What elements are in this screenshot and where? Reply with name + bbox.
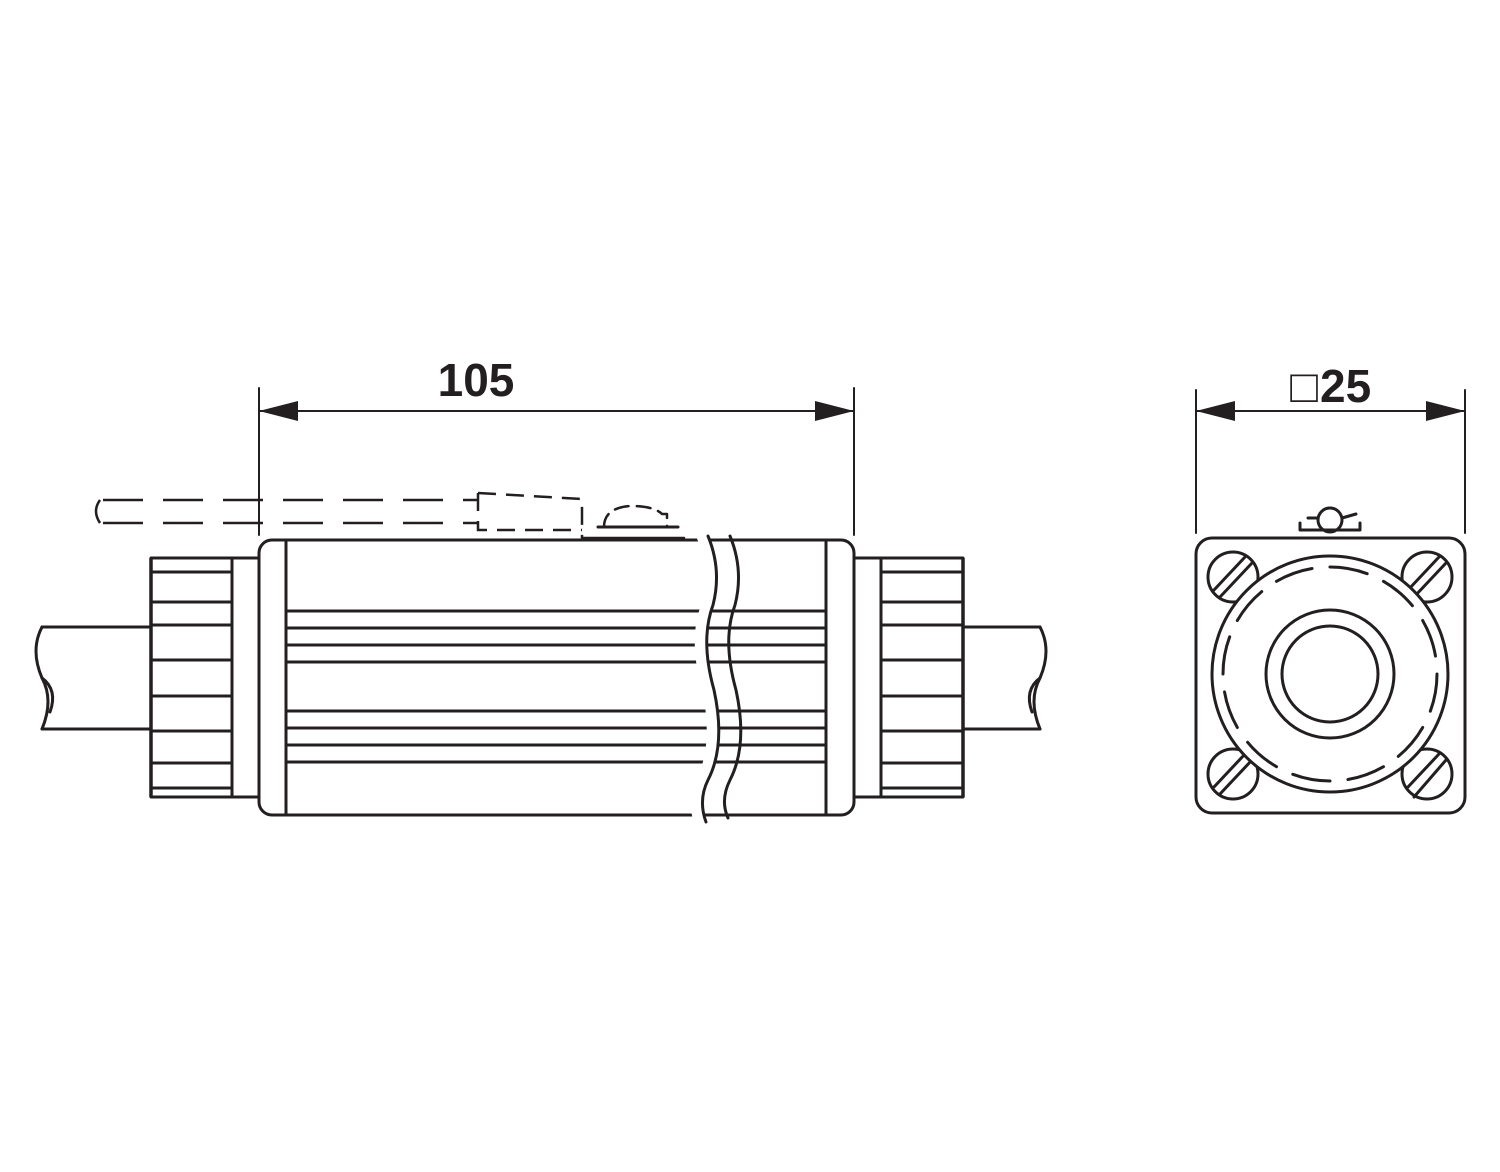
cable-opening [1280, 624, 1380, 724]
connector-housing [257, 534, 856, 824]
corner-screws [1206, 550, 1454, 801]
housing-outline [257, 538, 856, 817]
break-gap [690, 536, 719, 822]
lever-open-position [94, 491, 686, 540]
cable-right [961, 625, 1048, 731]
width-dimension: □ 25 [1195, 360, 1466, 534]
front-housing-outline [1194, 536, 1467, 815]
length-dimension: 105 [258, 354, 855, 536]
square-symbol: □ [1290, 360, 1318, 412]
cable-left [34, 625, 153, 731]
width-arrow-left [1196, 401, 1235, 421]
width-arrow-right [1426, 401, 1465, 421]
nut-outer-ring [1210, 554, 1450, 794]
screw-top-right [1400, 550, 1454, 604]
latch [1286, 506, 1374, 540]
length-arrow-left [259, 401, 298, 421]
front-view: □ 25 [1194, 360, 1467, 815]
cable-gland-nut-left [149, 556, 261, 799]
length-arrow-right [815, 401, 854, 421]
knurled-nut-ring [1210, 554, 1450, 794]
screw-top-left [1206, 550, 1260, 604]
screw-bottom-right [1400, 747, 1454, 801]
length-dimension-label: 105 [438, 354, 515, 406]
housing-ribs [284, 609, 828, 764]
seal-outer [1264, 608, 1396, 740]
nut-knurl-ring [1221, 565, 1439, 783]
width-dimension-label: 25 [1320, 360, 1371, 412]
screw-bottom-left [1206, 747, 1260, 801]
side-view: 105 [34, 354, 1048, 824]
cable-gland-nut-right [852, 556, 965, 799]
